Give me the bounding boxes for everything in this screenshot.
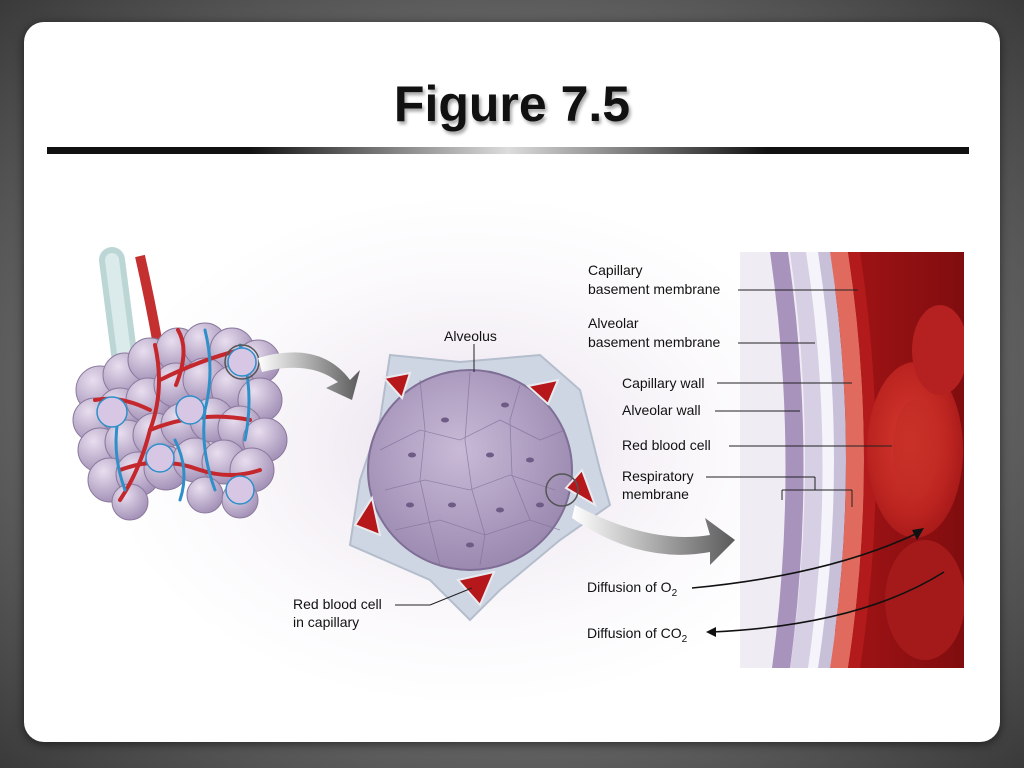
o2-diffusion-arrow xyxy=(691,531,921,589)
zoom-arrow-2 xyxy=(572,505,735,565)
label-alveolar-bm-line2: basement membrane xyxy=(588,334,721,350)
co2-subscript: 2 xyxy=(682,634,688,645)
label-red-blood-cell: Red blood cell xyxy=(622,437,711,453)
label-alveolus: Alveolus xyxy=(444,328,497,344)
alveolus-cross-section xyxy=(348,353,612,622)
co2-arrowhead xyxy=(706,627,716,637)
respiratory-membrane-panel xyxy=(740,252,964,668)
zoom-arrow-1 xyxy=(258,352,360,400)
title-divider xyxy=(47,147,969,154)
label-capillary-wall: Capillary wall xyxy=(622,375,704,391)
leader-lines xyxy=(395,289,892,606)
label-capillary-bm-line2: basement membrane xyxy=(588,281,721,297)
alveoli-cluster xyxy=(72,247,288,521)
label-alveolar-bm-line1: Alveolar xyxy=(588,315,639,331)
label-respiratory-line1: Respiratory xyxy=(622,468,694,484)
diffusion-o2-text: Diffusion of O xyxy=(587,579,672,595)
diffusion-co2-text: Diffusion of CO xyxy=(587,625,682,641)
label-alveolar-wall: Alveolar wall xyxy=(622,402,701,418)
label-diffusion-o2: Diffusion of O2 xyxy=(587,579,678,599)
o2-arrowhead xyxy=(912,528,924,540)
label-rbc-capillary-line1: Red blood cell xyxy=(293,596,382,612)
label-diffusion-co2: Diffusion of CO2 xyxy=(587,625,688,645)
o2-subscript: 2 xyxy=(672,588,678,599)
label-capillary-bm-line1: Capillary xyxy=(588,262,642,278)
label-rbc-capillary-line2: in capillary xyxy=(293,614,359,630)
label-respiratory-line2: membrane xyxy=(622,486,689,502)
slide-title: Figure 7.5 xyxy=(393,76,631,132)
co2-diffusion-arrow xyxy=(711,571,945,633)
diffusion-arrows xyxy=(691,531,945,633)
